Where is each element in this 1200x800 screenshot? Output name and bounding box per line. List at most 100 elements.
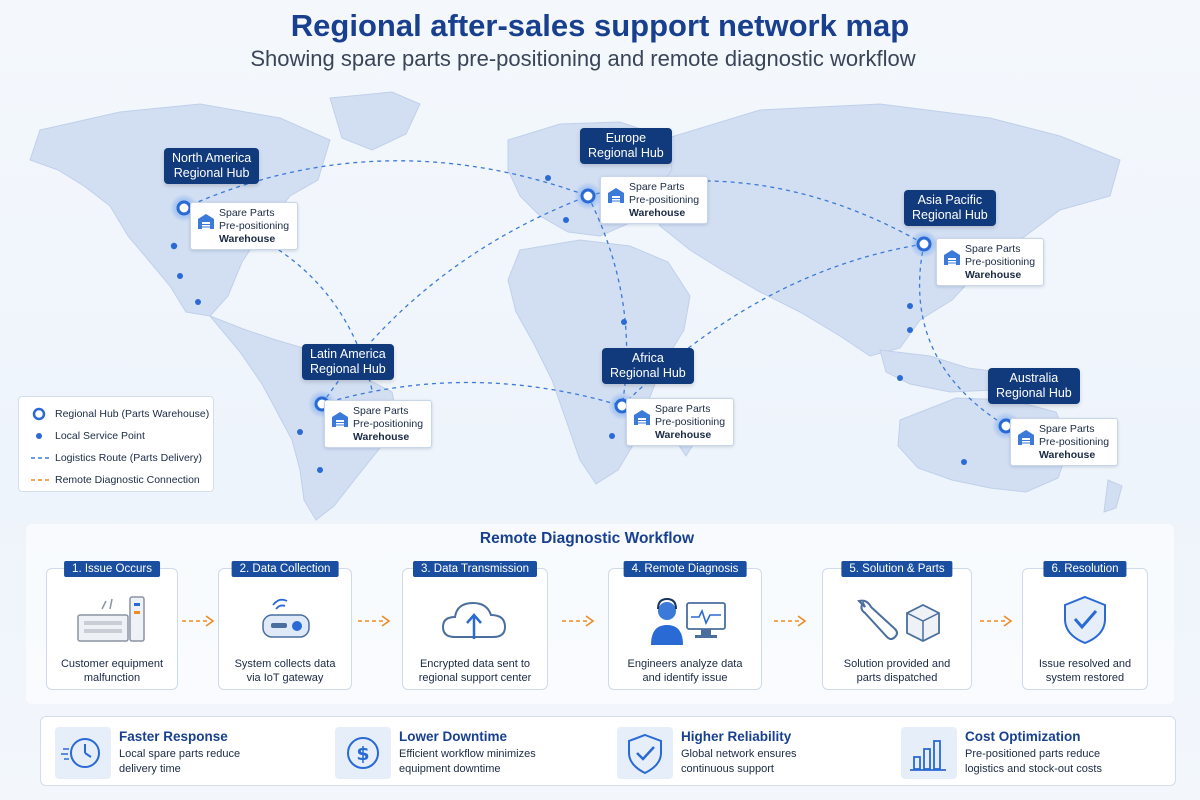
service-point: [609, 433, 615, 439]
shield-icon: [628, 733, 662, 775]
service-point-legend-icon: [36, 433, 42, 439]
legend-item-diagnostic: Remote Diagnostic Connection: [29, 473, 200, 487]
engineer-monitor-icon: [651, 597, 726, 645]
warehouse-icon: [332, 412, 348, 427]
step-desc: regional support center: [418, 672, 532, 684]
legend-item-service-point: Local Service Point: [29, 429, 145, 443]
greenland-shape: [329, 91, 421, 151]
clock-icon: [61, 738, 100, 768]
benefit-title: Faster Response: [119, 729, 228, 744]
arrow-right-icon: [980, 615, 1013, 627]
step-label: 3. Data Transmission: [412, 561, 538, 577]
step-desc: Issue resolved and: [1038, 658, 1132, 670]
legend-label: Logistics Route (Parts Delivery): [55, 452, 203, 464]
hub-name: Europe: [605, 131, 647, 145]
benefit-desc: Global network ensures: [681, 748, 797, 760]
step-desc: system restored: [1045, 672, 1125, 684]
service-point: [897, 375, 903, 381]
step-desc: System collects data: [234, 658, 336, 670]
service-point: [195, 299, 201, 305]
hub-label-ap: Asia Pacific Regional Hub: [904, 190, 996, 226]
hub-name: Latin America: [310, 347, 386, 361]
bar-chart-icon: [910, 740, 946, 771]
service-points: [170, 175, 1011, 473]
benefit-desc: equipment downtime: [399, 763, 501, 775]
page-subtitle: Showing spare parts pre-positioning and …: [250, 46, 916, 71]
warehouse-line: Warehouse: [655, 429, 712, 441]
hub-label-af: Africa Regional Hub: [602, 348, 694, 384]
warehouse-line: Spare Parts: [965, 243, 1021, 255]
service-point: [907, 327, 913, 333]
benefit-lower-downtime: $ Lower Downtime Efficient workflow mini…: [335, 717, 595, 787]
hub-type: Regional Hub: [310, 362, 386, 376]
hub-name: Africa: [631, 351, 664, 365]
step-label: 4. Remote Diagnosis: [623, 561, 747, 577]
step-desc: parts dispatched: [856, 672, 938, 684]
svg-text:$: $: [356, 743, 369, 765]
legend-label: Local Service Point: [55, 430, 145, 442]
africa-shape: [507, 239, 691, 485]
benefit-desc: Efficient workflow minimizes: [399, 748, 536, 760]
service-point: [545, 175, 551, 181]
warehouse-line: Pre-positioning: [629, 194, 700, 206]
workflow-step-5[interactable]: 5. Solution & Parts Solution provided an…: [822, 561, 972, 690]
warehouse-line: Pre-positioning: [219, 220, 290, 232]
cloud-upload-icon: [441, 601, 507, 639]
hub-marker-ap[interactable]: [910, 230, 938, 258]
benefit-icon-box: [901, 727, 957, 779]
route-ap-au: [918, 243, 1007, 427]
warehouse-icon: [944, 250, 960, 265]
hub-label-la: Latin America Regional Hub: [302, 344, 394, 380]
benefit-desc: logistics and stock-out costs: [965, 763, 1102, 775]
hub-type: Regional Hub: [912, 208, 988, 222]
service-point: [961, 459, 967, 465]
step-label: 2. Data Collection: [231, 561, 339, 577]
benefit-desc: delivery time: [119, 763, 181, 775]
service-point: [621, 319, 627, 325]
warehouse-line: Spare Parts: [1039, 423, 1095, 435]
hub-type: Regional Hub: [588, 146, 664, 160]
benefit-title: Lower Downtime: [399, 729, 508, 744]
hub-name: Australia: [1009, 371, 1059, 385]
benefit-icon-box: [55, 727, 111, 779]
shield-check-icon: [1064, 595, 1106, 645]
service-point: [177, 273, 183, 279]
hub-marker-eu[interactable]: [574, 182, 602, 210]
benefit-desc: Pre-positioned parts reduce: [965, 748, 1101, 760]
service-point: [907, 303, 913, 309]
workflow-panel: [26, 524, 1174, 704]
arrow-right-icon: [774, 615, 807, 627]
service-point: [170, 242, 178, 250]
workflow-step-3[interactable]: 3. Data Transmission Encrypted data sent…: [402, 561, 548, 690]
workflow-step-4[interactable]: 4. Remote Diagnosis Engineers analyze da…: [608, 561, 762, 690]
wrench-box-icon: [857, 599, 940, 643]
equipment-icon: [77, 596, 145, 642]
hub-type: Regional Hub: [610, 366, 686, 380]
service-point: [297, 429, 303, 435]
route-eu-ap: [587, 180, 925, 245]
service-point: [317, 467, 323, 473]
hub-type: Regional Hub: [173, 166, 250, 180]
warehouse-line: Spare Parts: [629, 181, 685, 193]
benefit-higher-reliability: Higher Reliability Global network ensure…: [617, 717, 877, 787]
hub-label-na: North America Regional Hub: [164, 148, 260, 184]
warehouse-line: Spare Parts: [655, 403, 711, 415]
benefit-cost-optimization: Cost Optimization Pre-positioned parts r…: [901, 717, 1171, 787]
warehouse-line: Spare Parts: [219, 207, 275, 219]
benefit-title: Cost Optimization: [965, 729, 1081, 744]
legend-item-logistics: Logistics Route (Parts Delivery): [29, 451, 202, 465]
warehouse-line: Warehouse: [1039, 449, 1096, 461]
step-desc: Solution provided and: [843, 658, 951, 670]
warehouse-line: Pre-positioning: [353, 418, 424, 430]
warehouse-icon: [198, 214, 214, 229]
diagnostic-line-icon: [31, 479, 51, 481]
